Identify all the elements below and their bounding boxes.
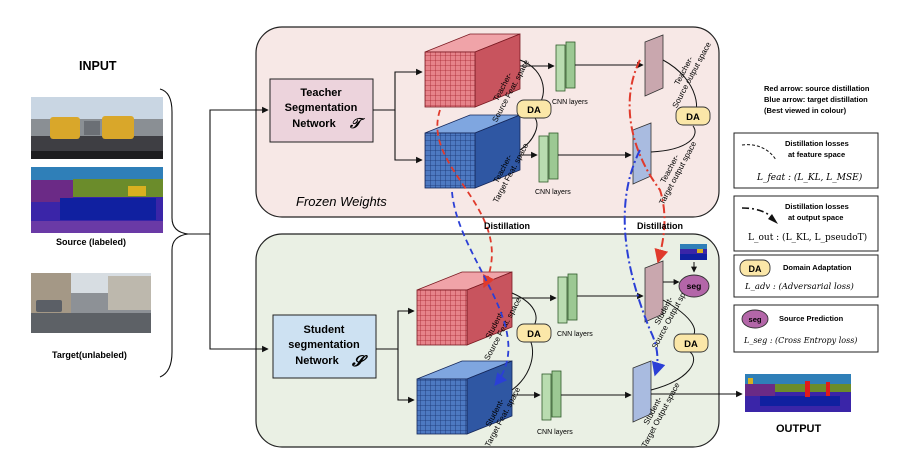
legend-note-colour: (Best viewed in colour) [764, 106, 847, 115]
svg-text:at output space: at output space [788, 213, 843, 222]
student-box-line2: segmentation [288, 339, 360, 351]
svg-text:L_out : (L_KL, L_pseudoT): L_out : (L_KL, L_pseudoT) [748, 232, 867, 243]
teacher-source-cnn-label: CNN layers [552, 99, 588, 106]
source-label-map [31, 167, 163, 233]
svg-text:Distillation losses: Distillation losses [785, 202, 849, 211]
legend-output-loss: Distillation losses at output space L_ou… [733, 195, 879, 252]
student-out-da: DA [673, 333, 709, 353]
legend-domain-adaptation: DA Domain Adaptation L_adv : (Adversaria… [733, 254, 879, 298]
svg-text:L_seg : (Cross Entropy loss): L_seg : (Cross Entropy loss) [743, 336, 857, 345]
legend-source-prediction: seg Source Prediction L_seg : (Cross Ent… [733, 304, 879, 353]
teacher-feat-da: DA [516, 99, 552, 119]
legend-note-blue: Blue arrow: target distillation [764, 95, 868, 104]
output-red-distillation-arrow [628, 59, 669, 264]
feature-distillation-label: Distillation [484, 221, 530, 231]
output-blue-distillation-arrow [623, 149, 666, 377]
student-target-cnn-label: CNN layers [537, 429, 573, 436]
student-network-box [272, 314, 377, 379]
output-distillation-label: Distillation [637, 221, 683, 231]
svg-text:DA: DA [527, 329, 541, 340]
svg-text:DA: DA [749, 264, 762, 274]
feature-blue-distillation-arrow [451, 191, 510, 386]
student-box-line1: Student [304, 324, 345, 336]
seg-prediction-thumb [680, 244, 707, 260]
teacher-source-feature-cube [424, 33, 521, 108]
source-caption: Source (labeled) [56, 237, 126, 247]
legend-note-red: Red arrow: source distillation [764, 84, 870, 93]
teacher-target-cnn-label: CNN layers [535, 189, 571, 196]
teacher-network-box [269, 78, 374, 143]
svg-text:L_feat : (L_KL, L_MSE): L_feat : (L_KL, L_MSE) [756, 172, 863, 183]
student-branch-arrows [376, 307, 415, 404]
teacher-branch-arrows [373, 68, 423, 164]
input-heading: INPUT [79, 59, 117, 73]
svg-text:seg: seg [687, 281, 702, 291]
svg-text:Domain Adaptation: Domain Adaptation [783, 263, 852, 272]
svg-text:DA: DA [527, 105, 541, 116]
svg-text:DA: DA [684, 339, 698, 350]
svg-text:Source Prediction: Source Prediction [779, 314, 844, 323]
input-brace [159, 88, 269, 378]
svg-text:DA: DA [686, 112, 700, 123]
teacher-box-line3: Network [292, 118, 336, 130]
teacher-source-output-plane [644, 34, 664, 97]
output-label: OUTPUT [776, 423, 822, 435]
source-image [31, 97, 163, 159]
flow-arrows [512, 61, 743, 399]
teacher-out-da: DA [675, 106, 711, 126]
teacher-target-cnn [538, 132, 559, 183]
teacher-box-line2: Segmentation [285, 102, 358, 114]
svg-text:seg: seg [749, 315, 762, 324]
teacher-target-feature-cube [424, 114, 521, 189]
student-target-cnn [541, 370, 562, 421]
frozen-weights-label: Frozen Weights [296, 194, 387, 209]
target-image [31, 273, 151, 333]
svg-text:Distillation losses: Distillation losses [785, 139, 849, 148]
teacher-box-line1: Teacher [300, 87, 342, 99]
student-panel [255, 233, 720, 448]
legend-feature-loss: Distillation losses at feature space L_f… [733, 132, 879, 189]
student-feat-da: DA [516, 323, 552, 343]
output-segmentation-image [745, 374, 851, 412]
seg-node: seg [678, 274, 710, 298]
svg-text:at feature space: at feature space [788, 150, 845, 159]
student-source-cnn [557, 273, 578, 324]
feature-red-distillation-arrow [436, 109, 495, 289]
svg-text:L_adv : (Adversarial loss): L_adv : (Adversarial loss) [744, 281, 854, 292]
student-box-line3: Network [295, 355, 339, 367]
target-caption: Target(unlabeled) [52, 350, 127, 360]
teacher-target-output-plane [632, 122, 652, 185]
student-target-output-plane [632, 360, 652, 423]
student-source-cnn-label: CNN layers [557, 331, 593, 338]
